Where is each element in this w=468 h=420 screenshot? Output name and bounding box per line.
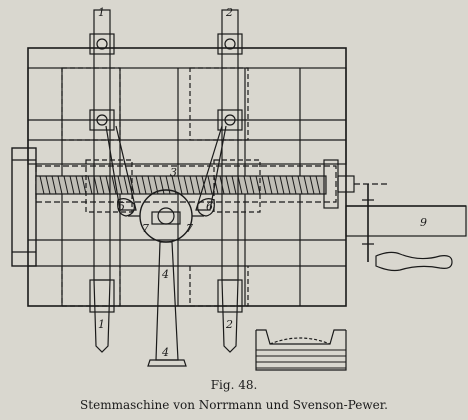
center-gear [128, 189, 204, 367]
label-2-bottom: 2 [225, 318, 233, 331]
label-3: 3 [170, 166, 177, 179]
levers [105, 125, 227, 217]
label-2-top: 2 [225, 6, 233, 19]
label-6: 6 [206, 200, 213, 213]
crank-handle [323, 159, 453, 272]
figure-number: Fig. 48. [210, 378, 258, 392]
label-1-top: 1 [98, 6, 105, 19]
chisel-left [89, 9, 115, 353]
guide-blocks [61, 266, 249, 307]
label-1-bottom: 1 [98, 318, 105, 331]
mortise-inset [255, 329, 347, 371]
label-4-top: 4 [161, 268, 169, 281]
label-4-bottom: 4 [161, 346, 169, 359]
screw-spindle [35, 159, 337, 213]
label-7-left: 7 [142, 222, 149, 235]
label-5: 5 [118, 200, 125, 213]
shaft [345, 205, 467, 237]
figure-title: Stemmaschine von Norrmann und Svenson-Pe… [80, 398, 388, 412]
label-9: 9 [420, 216, 427, 229]
label-7-right: 7 [186, 222, 193, 235]
